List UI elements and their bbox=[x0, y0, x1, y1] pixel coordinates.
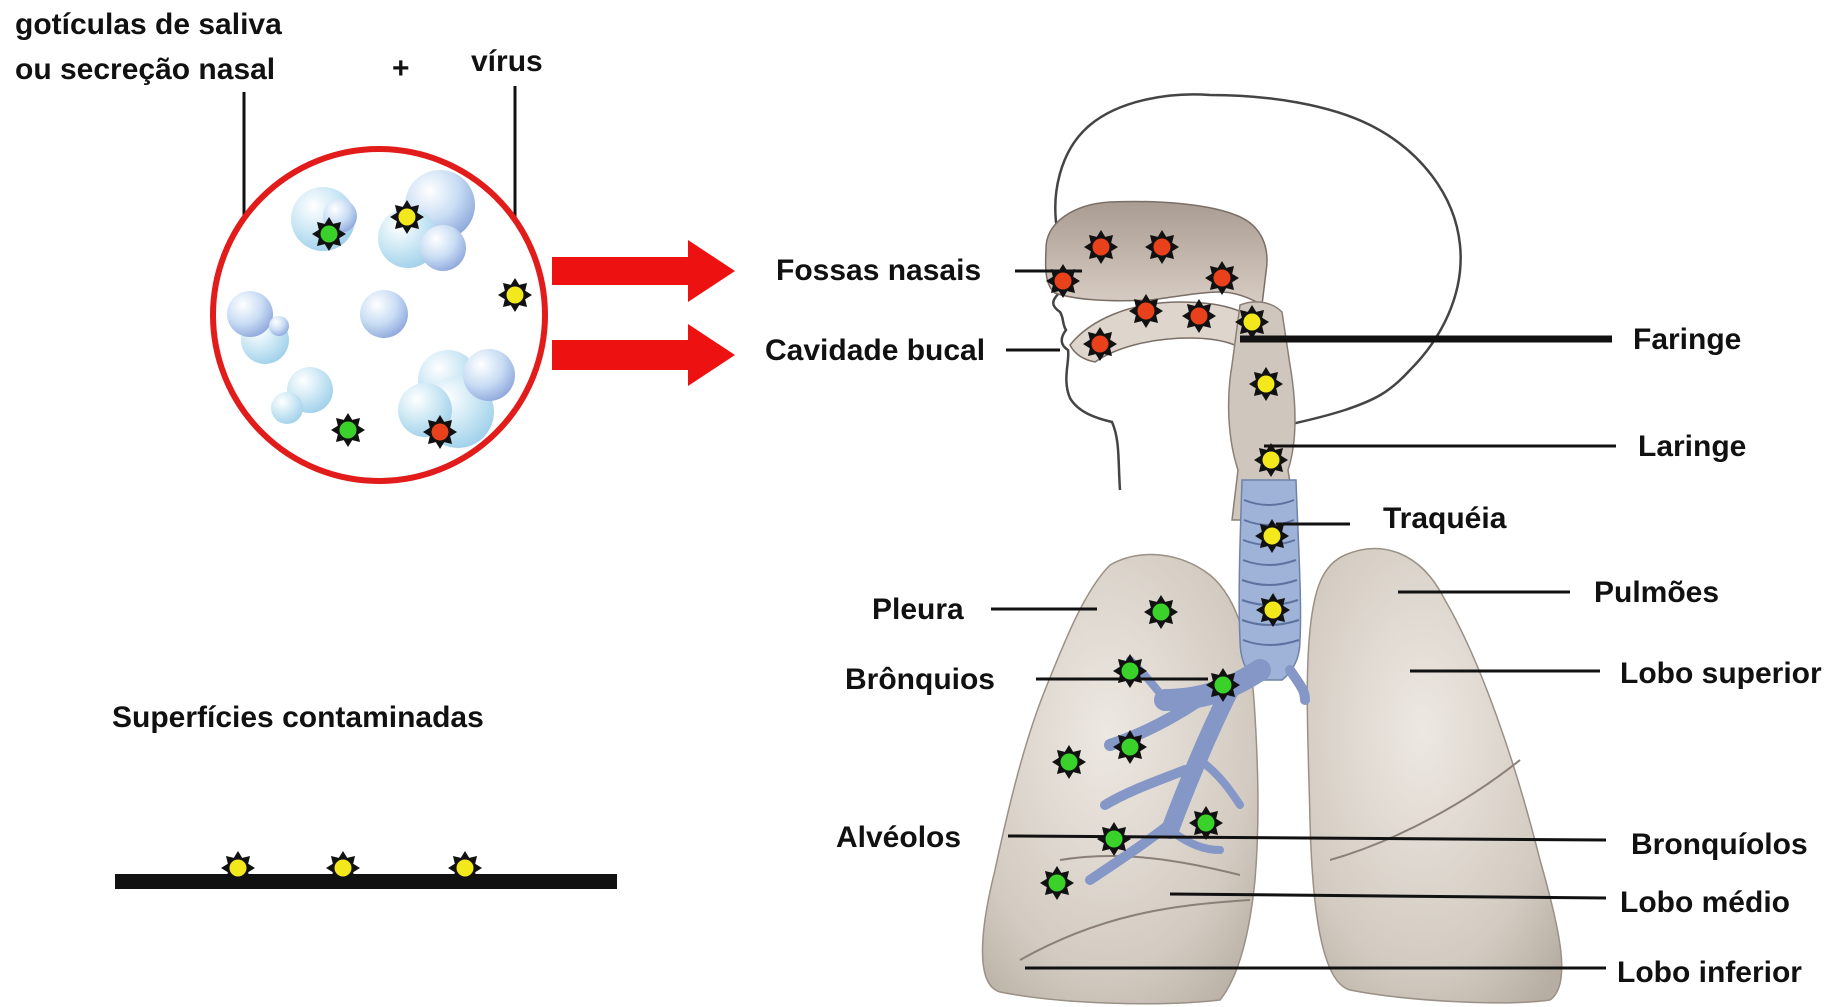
virus-core bbox=[1263, 452, 1280, 469]
virus-core bbox=[1138, 303, 1155, 320]
virus-particle bbox=[1256, 593, 1290, 627]
virus-particle bbox=[1235, 305, 1269, 339]
virus-core bbox=[1215, 677, 1232, 694]
virus-core bbox=[1214, 270, 1231, 287]
virus-particle bbox=[498, 278, 532, 312]
virus-core bbox=[1122, 739, 1139, 756]
virus-core bbox=[1198, 815, 1215, 832]
virus-particle bbox=[390, 200, 424, 234]
virus-particle bbox=[1255, 519, 1289, 553]
virus-particle bbox=[1046, 264, 1080, 298]
label-bronquiolos: Bronquíolos bbox=[1631, 828, 1808, 861]
droplets-label-line2: ou secreção nasal bbox=[15, 53, 275, 86]
virus-core bbox=[1106, 831, 1123, 848]
left-lung-right-side bbox=[1307, 549, 1562, 1003]
label-pleura: Pleura bbox=[872, 593, 964, 626]
virus-particle bbox=[312, 217, 346, 251]
virus-particle bbox=[1052, 745, 1086, 779]
virus-core bbox=[335, 860, 352, 877]
virus-particle bbox=[1129, 294, 1163, 328]
label-lobo-superior: Lobo superior bbox=[1620, 657, 1822, 690]
virus-core bbox=[1264, 528, 1281, 545]
virus-particle bbox=[1113, 730, 1147, 764]
virus-core bbox=[1055, 273, 1072, 290]
virus-core bbox=[1049, 875, 1066, 892]
virus-core bbox=[1265, 602, 1282, 619]
arrow-to-nose bbox=[552, 240, 735, 302]
virus-core bbox=[1093, 239, 1110, 256]
virus-core bbox=[1154, 239, 1171, 256]
virus-particle bbox=[1205, 261, 1239, 295]
label-cavidade-bucal: Cavidade bucal bbox=[765, 334, 985, 367]
label-faringe: Faringe bbox=[1633, 323, 1741, 356]
arrow-to-mouth bbox=[552, 324, 735, 386]
virus-particle bbox=[1040, 866, 1074, 900]
virus-particle bbox=[331, 413, 365, 447]
virus-particle bbox=[1144, 595, 1178, 629]
label-lobo-medio: Lobo médio bbox=[1620, 886, 1790, 919]
virus-particle bbox=[326, 851, 360, 885]
label-traqueia: Traquéia bbox=[1383, 502, 1507, 535]
surfaces-label: Superfícies contaminadas bbox=[112, 701, 484, 734]
virus-core bbox=[432, 424, 449, 441]
label-bronquios: Brônquios bbox=[845, 663, 995, 696]
virus-core bbox=[1244, 314, 1261, 331]
virus-particle bbox=[1145, 230, 1179, 264]
label-alveolos: Alvéolos bbox=[836, 821, 961, 854]
virus-label: vírus bbox=[471, 45, 543, 78]
trachea bbox=[1239, 480, 1300, 680]
virus-core bbox=[340, 422, 357, 439]
virus-core bbox=[1061, 754, 1078, 771]
droplet-inset: gotículas de saliva ou secreção nasal + … bbox=[15, 8, 735, 889]
plus-sign: + bbox=[392, 52, 410, 85]
label-lobo-inferior: Lobo inferior bbox=[1617, 956, 1802, 989]
label-pulmoes: Pulmões bbox=[1594, 576, 1719, 609]
droplet-center bbox=[360, 290, 408, 338]
virus-particle bbox=[1206, 668, 1240, 702]
virus-particle bbox=[1113, 654, 1147, 688]
virus-particle bbox=[1182, 299, 1216, 333]
contaminated-surface-bar bbox=[115, 874, 617, 889]
label-laringe: Laringe bbox=[1638, 430, 1746, 463]
virus-core bbox=[399, 209, 416, 226]
virus-core bbox=[1258, 376, 1275, 393]
virus-particle bbox=[1249, 367, 1283, 401]
virus-core bbox=[507, 287, 524, 304]
virus-core bbox=[321, 226, 338, 243]
virus-core bbox=[1092, 336, 1109, 353]
virus-particle bbox=[1254, 443, 1288, 477]
virus-particle bbox=[423, 415, 457, 449]
virus-core bbox=[230, 860, 247, 877]
virus-core bbox=[457, 860, 474, 877]
virus-particle bbox=[1084, 230, 1118, 264]
virus-particle bbox=[448, 851, 482, 885]
virus-core bbox=[1122, 663, 1139, 680]
virus-core bbox=[1191, 308, 1208, 325]
virus-particle bbox=[1097, 822, 1131, 856]
virus-particle bbox=[1083, 327, 1117, 361]
virus-particle bbox=[1189, 806, 1223, 840]
label-fossas-nasais: Fossas nasais bbox=[776, 254, 981, 287]
virus-particle bbox=[221, 851, 255, 885]
droplets-label-line1: gotículas de saliva bbox=[15, 8, 282, 41]
virus-core bbox=[1153, 604, 1170, 621]
